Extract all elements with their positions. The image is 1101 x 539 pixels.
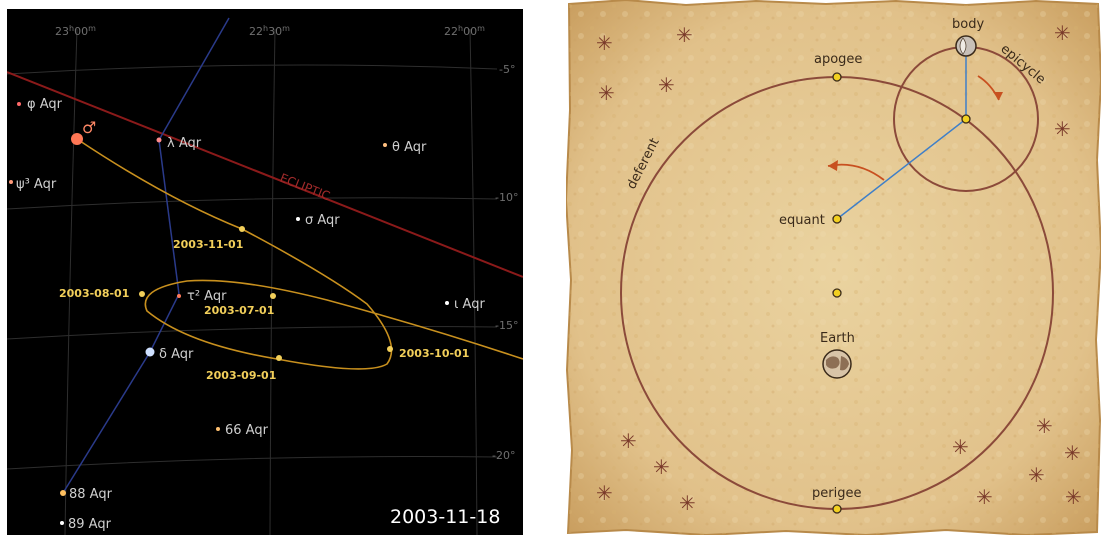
- date-point-2003-10-01: [387, 346, 393, 352]
- star-theta-aqr: [383, 143, 387, 147]
- star-label-phi-aqr: φ Aqr: [27, 97, 63, 112]
- earth-icon: [822, 349, 852, 379]
- equant-point: [832, 214, 842, 224]
- dec-label-minus10: -10°: [495, 191, 518, 204]
- star-label-delta-aqr: δ Aqr: [159, 347, 194, 362]
- epicycle-arrowhead: [993, 92, 1003, 100]
- svg-text:✳: ✳: [620, 429, 637, 453]
- ecliptic-line: [6, 71, 524, 278]
- dec-label-minus20: -20°: [492, 449, 515, 462]
- star-label-theta-aqr: θ Aqr: [392, 140, 427, 155]
- epicycle-center-point: [961, 114, 971, 124]
- constellation-lines: [62, 17, 230, 494]
- svg-text:✳: ✳: [676, 23, 693, 47]
- svg-text:✳: ✳: [596, 481, 613, 505]
- date-label-2003-11-01: 2003-11-01: [173, 238, 243, 251]
- perigee-label: perigee: [812, 486, 861, 501]
- equant-line: [836, 118, 967, 220]
- body-label: body: [952, 17, 984, 32]
- star-sigma-aqr: [296, 217, 300, 221]
- svg-text:✳: ✳: [952, 435, 969, 459]
- star-88-aqr: [60, 490, 66, 496]
- svg-text:✳: ✳: [679, 491, 696, 515]
- date-point-2003-11-01: [239, 226, 245, 232]
- sky-background: [7, 9, 523, 535]
- svg-text:✳: ✳: [596, 31, 613, 55]
- star-label-88-aqr: 88 Aqr: [69, 487, 113, 502]
- equant-label: equant: [779, 213, 825, 228]
- ra-label-22h30m: 22h30m: [249, 24, 290, 39]
- sky-chart-panel: 23h00m 22h30m 22h00m -5° -10° -15° -20° …: [6, 9, 524, 536]
- star-psi3-aqr: [9, 180, 13, 184]
- mars-marker: [71, 133, 83, 145]
- dec-label-minus5: -5°: [499, 63, 515, 76]
- dec-label-minus15: -15°: [495, 319, 518, 332]
- star-label-lambda-aqr: λ Aqr: [167, 136, 202, 151]
- sky-chart: 23h00m 22h30m 22h00m -5° -10° -15° -20° …: [6, 9, 524, 536]
- deferent-arrowhead: [828, 160, 838, 171]
- dec-grid: [6, 64, 498, 470]
- decorative-stars: ✳ ✳ ✳ ✳ ✳ ✳ ✳ ✳ ✳ ✳ ✳ ✳ ✳ ✳ ✳ ✳: [596, 21, 1082, 515]
- svg-text:✳: ✳: [1064, 441, 1081, 465]
- epicycle-diagram-panel: ✳ ✳ ✳ ✳ ✳ ✳ ✳ ✳ ✳ ✳ ✳ ✳ ✳ ✳ ✳ ✳: [564, 0, 1101, 537]
- svg-text:✳: ✳: [1054, 21, 1071, 45]
- svg-text:✳: ✳: [658, 73, 675, 97]
- key-points: [832, 72, 971, 514]
- date-label-2003-08-01: 2003-08-01: [59, 287, 129, 300]
- svg-text:✳: ✳: [976, 485, 993, 509]
- epicycle-diagram: ✳ ✳ ✳ ✳ ✳ ✳ ✳ ✳ ✳ ✳ ✳ ✳ ✳ ✳ ✳ ✳: [564, 0, 1101, 537]
- date-label-2003-09-01: 2003-09-01: [206, 369, 276, 382]
- star-lambda-aqr: [156, 137, 162, 143]
- date-point-2003-07-01: [270, 293, 276, 299]
- svg-text:✳: ✳: [1054, 117, 1071, 141]
- svg-text:✳: ✳: [1065, 485, 1082, 509]
- star-iota-aqr: [445, 301, 449, 305]
- star-label-sigma-aqr: σ Aqr: [305, 213, 340, 228]
- star-delta-aqr: [145, 347, 155, 357]
- star-phi-aqr: [17, 102, 21, 106]
- star-label-89-aqr: 89 Aqr: [68, 517, 112, 532]
- date-label-2003-10-01: 2003-10-01: [399, 347, 469, 360]
- star-tau2-aqr: [177, 294, 181, 298]
- ra-label-23h00m: 23h00m: [55, 24, 96, 39]
- svg-text:✳: ✳: [1028, 463, 1045, 487]
- star-label-tau2-aqr: τ² Aqr: [187, 289, 227, 304]
- current-date-label: 2003-11-18: [390, 506, 500, 528]
- star-label-psi3-aqr: ψ³ Aqr: [16, 177, 57, 192]
- star-label-iota-aqr: ι Aqr: [454, 297, 485, 312]
- date-label-2003-07-01: 2003-07-01: [204, 304, 274, 317]
- parchment-texture: [566, 0, 1101, 535]
- svg-text:✳: ✳: [598, 81, 615, 105]
- ra-label-22h00m: 22h00m: [444, 24, 485, 39]
- star-89-aqr: [60, 521, 64, 525]
- deferent-center-point: [832, 288, 842, 298]
- svg-text:✳: ✳: [653, 455, 670, 479]
- earth-label: Earth: [820, 331, 855, 346]
- star-66-aqr: [216, 427, 220, 431]
- date-points: [139, 226, 393, 361]
- svg-text:✳: ✳: [1036, 414, 1053, 438]
- mars-symbol: ♂: [82, 118, 96, 137]
- apogee-point: [832, 72, 842, 82]
- date-point-2003-08-01: [139, 291, 145, 297]
- apogee-label: apogee: [814, 52, 862, 67]
- body-icon: [955, 35, 977, 57]
- perigee-point: [832, 504, 842, 514]
- star-label-66-aqr: 66 Aqr: [225, 423, 269, 438]
- date-point-2003-09-01: [276, 355, 282, 361]
